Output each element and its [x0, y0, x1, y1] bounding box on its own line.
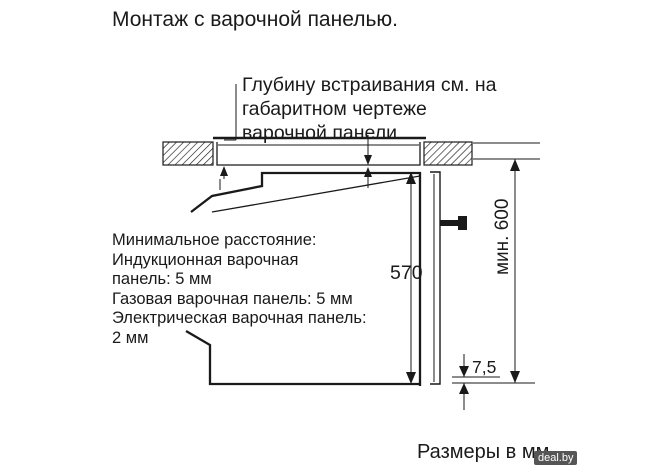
oven-top-edge — [190, 171, 422, 213]
diagram-title: Монтаж с варочной панелью. — [112, 8, 398, 31]
oven-outline — [185, 171, 422, 386]
minimal-distance-line: Минимальное расстояние: — [112, 231, 317, 249]
dim-7-5-upper-arrow — [459, 366, 469, 377]
oven-front — [430, 171, 467, 385]
dimension-min-600-label: мин. 600 — [492, 198, 513, 275]
oven-handle-cap — [458, 216, 467, 230]
depth-note-line: Глубину встраивания см. на — [242, 74, 497, 96]
countertop-right-section — [423, 141, 473, 166]
minimal-distance-line: Индукционная варочная — [112, 250, 299, 269]
dim-600-top-arrow — [510, 159, 520, 171]
dim-600-bottom-arrow — [510, 371, 520, 383]
units-note: Размеры в мм — [417, 441, 550, 463]
depth-note-line: габаритном чертеже — [242, 98, 427, 120]
oven-handle — [440, 220, 458, 226]
minimal-distance-note: Минимальное расстояние: Индукционная вар… — [112, 231, 367, 349]
oven-front-panel — [430, 171, 441, 385]
oven-bottom-edge — [185, 330, 420, 386]
countertop-left-section — [162, 141, 214, 166]
dim-570-bottom-arrow — [406, 372, 416, 384]
oven-slant-guide — [211, 175, 421, 213]
depth-note-line: варочной панели — [242, 122, 397, 144]
minimal-distance-line: 2 мм — [112, 328, 149, 347]
dimension-lines — [404, 142, 540, 410]
watermark: deal.by — [534, 451, 578, 465]
dim-570-top-arrow — [406, 172, 416, 184]
depth-note: Глубину встраивания см. на габаритном че… — [242, 73, 496, 145]
minimal-distance-line: Электрическая варочная панель: — [112, 309, 367, 328]
minimal-distance-line: панель: 5 мм — [112, 270, 212, 289]
callout-lines — [219, 84, 372, 190]
cooktop-body — [216, 142, 421, 166]
dimension-570-label: 570 — [390, 262, 423, 284]
minimal-distance-line: Газовая варочная панель: 5 мм — [112, 289, 353, 308]
dim-7-5-lower-arrow — [459, 383, 469, 394]
countertop — [162, 141, 473, 166]
cooktop — [213, 136, 426, 166]
dimension-7-5-label: 7,5 — [472, 357, 497, 377]
